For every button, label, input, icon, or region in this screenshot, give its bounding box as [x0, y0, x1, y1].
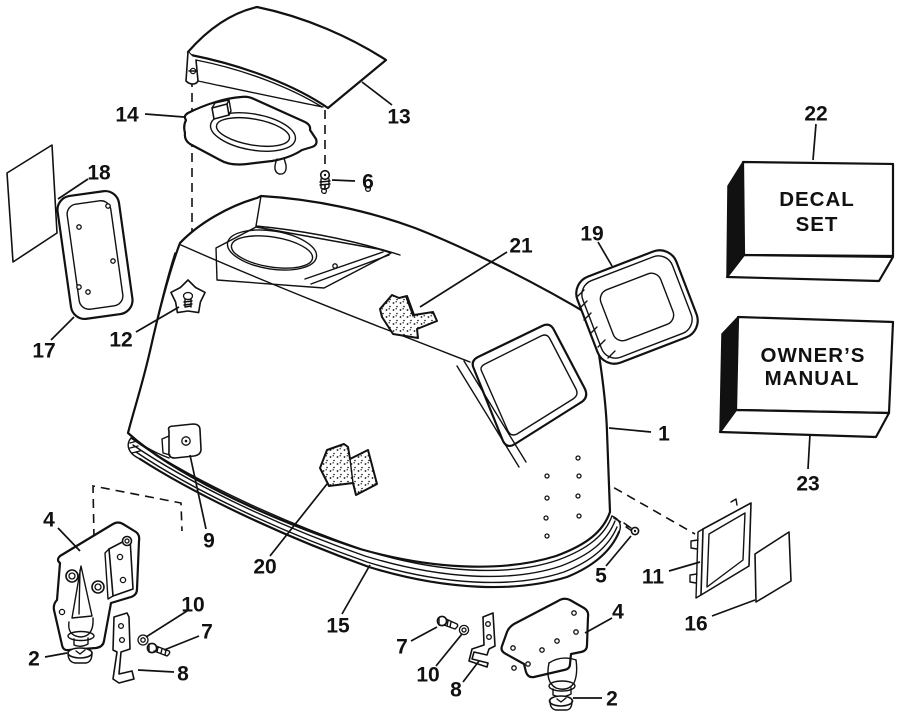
screw-5[interactable] [623, 522, 640, 536]
callout-part-16[interactable]: 16 [684, 599, 756, 636]
part-number-label: 10 [416, 664, 439, 687]
part-number-label: 20 [253, 556, 276, 579]
callout-part-10[interactable]: 10 [145, 594, 205, 638]
washer-left[interactable] [137, 634, 149, 646]
screw-right[interactable] [436, 615, 459, 630]
seal-ring[interactable] [56, 189, 135, 320]
part-number-label: 22 [804, 103, 827, 126]
part-number-label: 12 [109, 329, 132, 352]
callout-part-11[interactable]: 11 [642, 561, 701, 589]
gasket-frame[interactable] [689, 498, 752, 599]
bolt-left[interactable] [146, 642, 171, 657]
callout-part-14[interactable]: 14 [115, 104, 185, 127]
bracket-left[interactable] [52, 521, 141, 652]
part-number-label: 7 [201, 621, 213, 644]
intake-recess-oval [226, 229, 318, 271]
callout-part-23[interactable]: 23 [796, 433, 820, 496]
part-number-label: 6 [362, 171, 374, 194]
callout-part-12[interactable]: 12 [109, 306, 180, 352]
callout-part-10[interactable]: 10 [416, 633, 463, 687]
window-seal[interactable] [571, 245, 703, 369]
part-number-label: 1 [658, 423, 670, 446]
part-number-label: 23 [796, 473, 819, 496]
part-number-label: 4 [612, 601, 624, 624]
grommet-left[interactable] [67, 647, 93, 664]
top-cover[interactable] [185, 5, 388, 110]
callout-part-17[interactable]: 17 [32, 316, 75, 363]
callout-part-13[interactable]: 13 [361, 81, 411, 129]
decal-set-label-line1: DECAL [779, 188, 855, 211]
callout-part-8[interactable]: 8 [137, 663, 189, 686]
arrow-decal-front[interactable] [319, 443, 378, 496]
part-number-label: 8 [177, 663, 189, 686]
angle-bracket-left[interactable] [112, 612, 135, 684]
callout-part-5[interactable]: 5 [595, 535, 632, 588]
part-number-label: 18 [87, 162, 111, 185]
decal-set-box[interactable]: DECAL SET [725, 160, 895, 283]
callout-part-2[interactable]: 2 [573, 688, 618, 711]
owners-manual-label-line1: OWNER’S [761, 344, 866, 367]
callout-part-6[interactable]: 6 [331, 171, 374, 194]
callout-part-8[interactable]: 8 [450, 660, 480, 702]
part-number-label: 5 [595, 565, 607, 588]
callout-part-1[interactable]: 1 [608, 423, 670, 446]
washer-right[interactable] [458, 624, 470, 636]
part-number-label: 16 [684, 613, 707, 636]
part-number-label: 8 [450, 679, 462, 702]
side-window-opening [471, 323, 588, 448]
callout-part-19[interactable]: 19 [580, 223, 613, 267]
engine-cover[interactable] [126, 185, 612, 568]
mounting-holes [543, 455, 582, 539]
callout-part-20[interactable]: 20 [253, 483, 328, 579]
part-number-label: 15 [326, 615, 350, 638]
callout-part-4[interactable]: 4 [584, 601, 624, 634]
arrow-decal-top[interactable] [379, 294, 438, 339]
part-number-label: 11 [642, 566, 665, 589]
part-number-label: 2 [28, 648, 40, 671]
lower-trim-seal[interactable] [127, 437, 621, 589]
callout-part-7[interactable]: 7 [163, 621, 213, 651]
callout-part-7[interactable]: 7 [396, 626, 438, 659]
decal-sheet[interactable] [6, 144, 58, 263]
decal-set-label-line2: SET [796, 213, 839, 236]
small-decal[interactable] [754, 531, 792, 603]
latch-knob[interactable] [170, 279, 206, 314]
bracket-right[interactable] [500, 597, 590, 698]
callout-part-21[interactable]: 21 [419, 235, 533, 308]
latch-plate[interactable] [183, 95, 318, 175]
part-number-label: 13 [387, 106, 410, 129]
cover-latch[interactable] [161, 423, 202, 459]
part-number-label: 7 [396, 636, 408, 659]
part-number-label: 4 [43, 509, 55, 532]
part-number-label: 9 [203, 530, 215, 553]
part-number-label: 2 [606, 688, 618, 711]
part-number-label: 14 [115, 104, 139, 127]
callout-part-2[interactable]: 2 [28, 648, 68, 671]
owners-manual-box[interactable]: OWNER’S MANUAL [718, 315, 895, 439]
screw-6[interactable] [319, 169, 331, 190]
callout-part-9[interactable]: 9 [189, 454, 215, 553]
owners-manual-label-line2: MANUAL [765, 367, 860, 390]
callout-part-22[interactable]: 22 [804, 103, 828, 161]
grommet-right[interactable] [548, 695, 574, 711]
part-number-label: 17 [32, 340, 55, 363]
callout-part-15[interactable]: 15 [326, 564, 371, 638]
part-number-label: 21 [509, 235, 533, 258]
part-number-label: 10 [181, 594, 204, 617]
angle-bracket-right[interactable] [468, 612, 496, 668]
callout-part-18[interactable]: 18 [57, 162, 111, 200]
callout-part-4[interactable]: 4 [43, 509, 81, 552]
part-number-label: 19 [580, 223, 603, 246]
